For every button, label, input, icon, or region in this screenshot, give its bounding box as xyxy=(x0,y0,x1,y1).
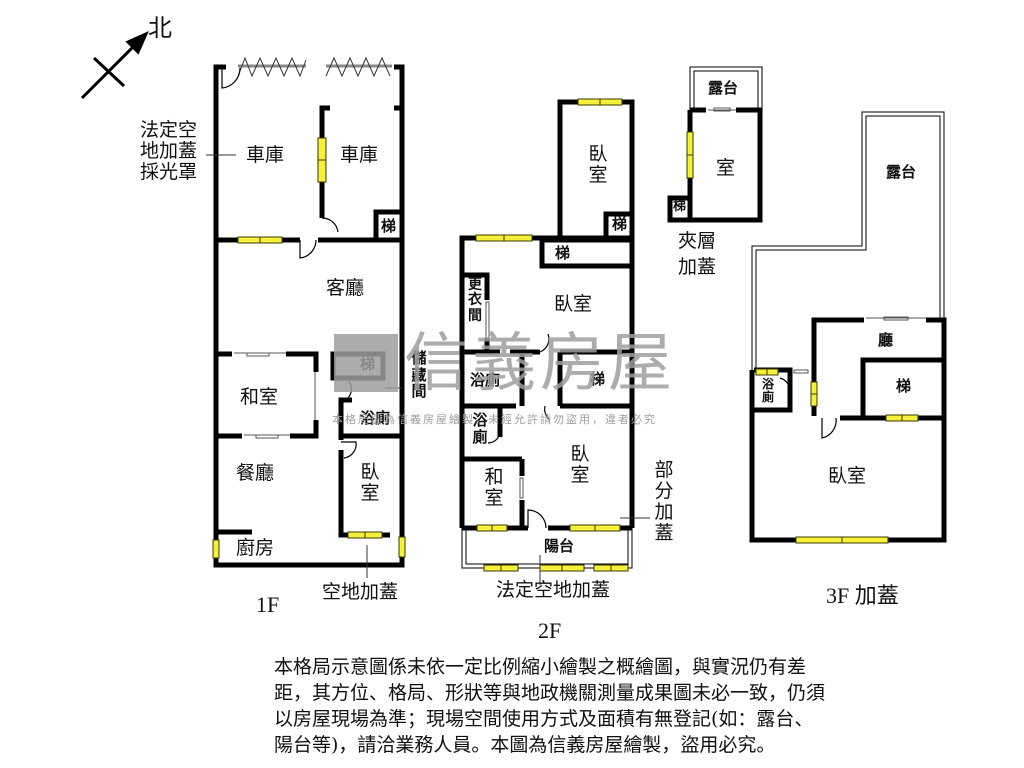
room-bathroom-2f-a: 浴廁 xyxy=(470,371,501,389)
windows-mezzanine xyxy=(686,131,694,179)
annotation-line: 法定空 xyxy=(140,119,198,141)
partial-addition-label: 部分加蓋 xyxy=(654,459,674,544)
compass-arrow-icon xyxy=(80,31,149,100)
floor-label-1f: 1F xyxy=(256,592,280,617)
room-bedroom-2f-top: 臥室 xyxy=(588,143,608,186)
annotation-line: 採光罩 xyxy=(140,160,198,183)
skylight-annotation: 法定空 地加蓋 採光罩 xyxy=(140,120,197,183)
room-stairs-2f-small: 梯 xyxy=(612,215,628,233)
room-dining: 餐廳 xyxy=(236,462,275,484)
room-bedroom-3f: 臥室 xyxy=(828,465,867,487)
sliding-window-2f xyxy=(485,301,524,499)
sliding-window-3f xyxy=(793,316,926,374)
floor-3f-terrace-outline xyxy=(751,111,945,370)
mezzanine-terrace-outline xyxy=(689,66,763,112)
room-closet: 更衣間 xyxy=(468,277,482,324)
disclaimer-line: 距，其方位、格局、形狀等與地政機關測量成果圖未必一致，仍須 xyxy=(274,682,826,704)
watermark-notice: 本格局圖為信義房屋繪製，未經允許請勿盜用，違者必究 xyxy=(332,413,657,426)
room-stairs-2f-wide: 梯 xyxy=(555,244,571,262)
room-bedroom-1f: 臥室 xyxy=(360,461,380,504)
room-terrace-3f: 露台 xyxy=(886,163,917,181)
floor-label-2f: 2F xyxy=(538,618,562,643)
mezzanine-label: 夾層加蓋 xyxy=(678,230,717,278)
annotation-line: 地加蓋 xyxy=(140,139,198,162)
room-bedroom-2f-bottom: 臥室 xyxy=(570,443,590,486)
disclaimer-line: 以房屋現場為準；現場空間使用方式及面積有無登記(如：露台、 xyxy=(274,708,814,730)
windows-3f xyxy=(755,368,919,544)
room-hall-3f: 廳 xyxy=(878,331,894,349)
room-stairs-3f: 梯 xyxy=(896,377,912,395)
legal-open-space-addition-label: 法定空地加蓋 xyxy=(496,579,611,601)
room-garage-right: 車庫 xyxy=(340,144,379,166)
room-living-room: 客廳 xyxy=(326,277,365,299)
room-stairs-2f-mid: 梯 xyxy=(590,370,606,388)
room-stairs-mezzanine: 梯 xyxy=(673,199,687,214)
room-stairs-1f-top: 梯 xyxy=(381,217,397,235)
floor-3f-walls xyxy=(749,317,947,543)
room-kitchen: 廚房 xyxy=(236,537,275,559)
roll-door-zigzag xyxy=(237,56,392,78)
room-bedroom-2f-mid: 臥室 xyxy=(554,293,593,315)
room-bathroom-1f: 浴廁 xyxy=(360,409,391,427)
room-garage-left: 車庫 xyxy=(246,144,285,166)
door-swing-2f xyxy=(487,333,551,529)
room-japanese-1f: 和室 xyxy=(240,386,279,408)
mezzanine-walls xyxy=(667,107,763,223)
room-japanese-2f: 和室 xyxy=(484,466,504,509)
windows-1f xyxy=(212,137,406,559)
room-terrace-mezzanine: 露台 xyxy=(708,79,739,97)
watermark-brand: 信義房屋 xyxy=(404,327,676,401)
room-balcony-2f: 陽台 xyxy=(544,537,575,555)
room-bathroom-3f: 浴廁 xyxy=(761,377,774,405)
room-storage: 儲藏間 xyxy=(411,349,427,400)
disclaimer-text: 本格局示意圖係未依一定比例縮小繪製之概繪圖，與實況仍有差 距，其方位、格局、形狀… xyxy=(274,654,914,758)
windows-2f xyxy=(475,98,629,572)
open-space-addition-label: 空地加蓋 xyxy=(322,581,399,603)
door-swing-3f xyxy=(779,377,837,439)
room-mezzanine: 室 xyxy=(716,157,736,179)
sliding-window-1f xyxy=(234,352,316,439)
north-label: 北 xyxy=(148,14,172,42)
leader-lines-2f xyxy=(539,517,650,585)
disclaimer-line: 陽台等)，請洽業務人員。本圖為信義房屋繪製，盜用必究。 xyxy=(274,734,776,756)
floor-label-3f: 3F 加蓋 xyxy=(826,583,899,608)
room-bathroom-2f-b: 浴廁 xyxy=(472,411,488,446)
brand-logo-icon xyxy=(334,334,398,392)
disclaimer-line: 本格局示意圖係未依一定比例縮小繪製之概繪圖，與實況仍有差 xyxy=(274,656,807,678)
